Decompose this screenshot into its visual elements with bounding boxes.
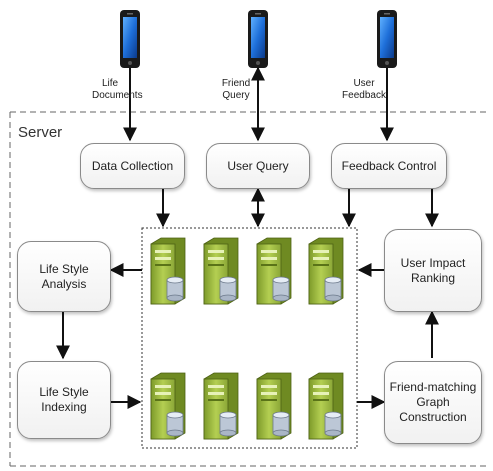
label-user-feedback: User Feedback [342, 78, 386, 101]
feedback-control-box: Feedback Control [331, 143, 447, 189]
server-database-icon [203, 237, 239, 305]
server-database-icon [150, 237, 186, 305]
server-database-icon [256, 372, 292, 440]
server-label: Server [18, 124, 63, 141]
smartphone-icon [248, 10, 268, 68]
life-style-indexing-box: Life Style Indexing [17, 361, 111, 439]
server-database-icon [203, 372, 239, 440]
friend-matching-graph-box: Friend-matching Graph Construction [384, 361, 482, 444]
smartphone-icon [377, 10, 397, 68]
label-friend-query: Friend Query [221, 78, 251, 101]
smartphone-icon [120, 10, 140, 68]
user-query-box: User Query [206, 143, 310, 189]
server-cluster-frame [141, 227, 358, 449]
server-database-icon [150, 372, 186, 440]
server-database-icon [308, 237, 344, 305]
label-life-documents: Life Documents [92, 78, 143, 101]
user-impact-ranking-box: User Impact Ranking [384, 229, 482, 312]
server-database-icon [256, 237, 292, 305]
server-boundary [9, 111, 488, 467]
server-database-icon [308, 372, 344, 440]
life-style-analysis-box: Life Style Analysis [17, 241, 111, 312]
data-collection-box: Data Collection [80, 143, 185, 189]
